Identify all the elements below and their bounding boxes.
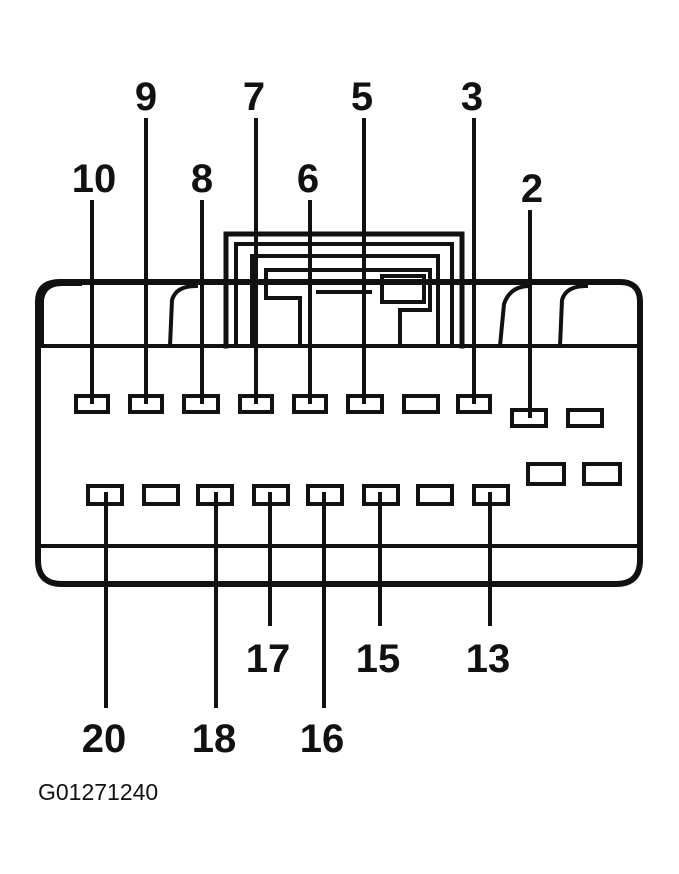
pin-label-2: 2 [521, 167, 543, 211]
terminal-cavities-bottom-row [86, 462, 622, 506]
pin-label-3: 3 [461, 75, 483, 119]
connector-body [35, 279, 643, 587]
pin-label-9: 9 [135, 75, 157, 119]
pin-label-16: 16 [300, 717, 345, 761]
pin-labels-top-row: 9 7 5 3 [135, 75, 483, 119]
pin-label-17: 17 [246, 637, 291, 681]
pin-label-10: 10 [72, 157, 117, 201]
pin-label-18: 18 [192, 717, 237, 761]
cavity-4 [402, 394, 440, 414]
figure-id: G01271240 [38, 779, 158, 805]
terminal-cavities-top-row [74, 394, 604, 428]
pin-label-5: 5 [351, 75, 373, 119]
pin-label-15: 15 [356, 637, 401, 681]
pin-label-13: 13 [466, 637, 511, 681]
cavity-12 [526, 462, 566, 486]
cavity-14 [416, 484, 454, 506]
pin-labels-bottom-near: 17 15 13 [246, 637, 511, 681]
cavity-11 [582, 462, 622, 486]
pin-label-20: 20 [82, 717, 127, 761]
pin-labels-bottom-far: 20 18 16 [82, 717, 345, 761]
pin-labels-second-row: 10 8 6 2 [72, 157, 543, 211]
connector-latch [223, 231, 465, 349]
pin-label-6: 6 [297, 157, 319, 201]
pin-label-8: 8 [191, 157, 213, 201]
pin-label-7: 7 [243, 75, 265, 119]
cavity-1 [566, 408, 604, 428]
cavity-19 [142, 484, 180, 506]
leader-lines [90, 118, 532, 708]
